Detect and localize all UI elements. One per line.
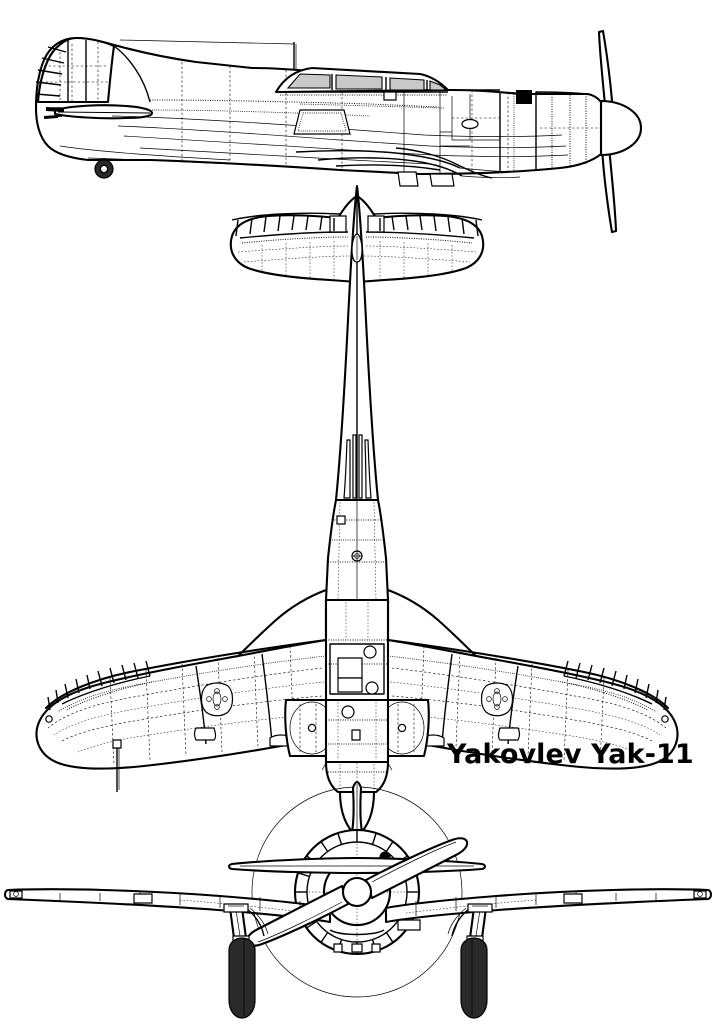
nav-light-right (661, 715, 669, 723)
rear-fuselage-plan (324, 498, 390, 602)
wing-right-front (384, 888, 713, 924)
plan-view-group (35, 184, 679, 840)
aileron-ribs-right (563, 660, 669, 711)
center-fuselage-plan (324, 598, 390, 840)
main-gear-right-front (447, 903, 493, 1019)
wing-plan (35, 598, 679, 792)
wing-root-fairing-side (295, 147, 521, 187)
tailwheel-side (94, 158, 114, 179)
spinner-side (599, 99, 643, 157)
elevator-ribs-left (231, 212, 341, 237)
canopy-side (119, 39, 450, 101)
wheel-left-front (228, 937, 256, 1019)
rudder-hinge-ribs (35, 40, 69, 101)
aileron-ribs-left (45, 660, 151, 711)
access-hatch-side (293, 109, 351, 135)
drawing-title: Yakovlev Yak-11 (447, 739, 694, 770)
rudder-slots-plan (343, 434, 372, 499)
side-elevation-view (34, 29, 643, 234)
vertical-fin-side (36, 36, 116, 104)
side-view-group (34, 29, 643, 234)
engine-cowl-side (468, 89, 602, 172)
front-view-group (3, 780, 713, 1019)
elevator-ribs-right (373, 212, 483, 237)
pitot-tube (112, 739, 122, 792)
propeller-side (597, 29, 618, 234)
wing-access-panels (200, 682, 514, 717)
main-gear-left-front (223, 903, 269, 1019)
wheel-right-front (460, 937, 488, 1019)
horizontal-stab-side (53, 104, 154, 120)
forward-fuselage-details (299, 94, 500, 147)
spinner-front (341, 876, 373, 908)
nav-light-left (45, 715, 53, 723)
